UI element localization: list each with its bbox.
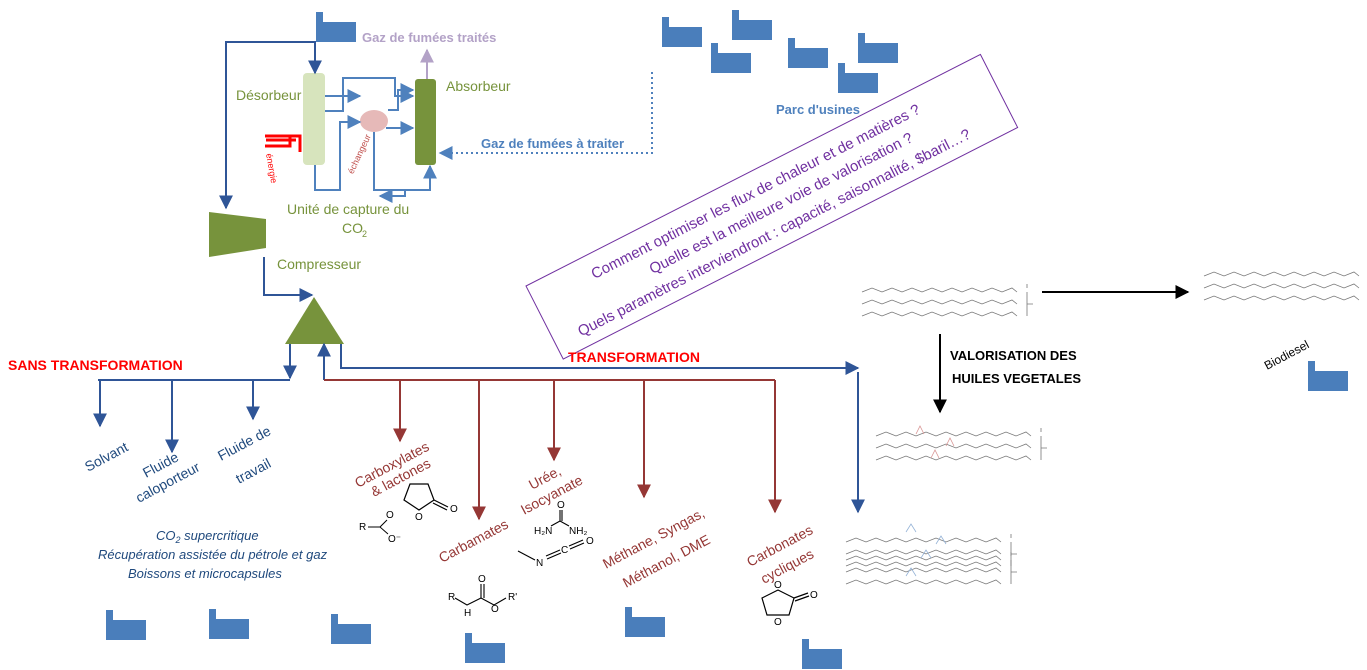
biodiesel-structure	[1203, 267, 1367, 301]
cyclic-carbonate-structure	[761, 589, 810, 616]
isocyanate-c: C	[561, 545, 568, 556]
urea-structure	[550, 510, 570, 527]
desorbeur-label: Désorbeur	[236, 87, 302, 103]
factory-icon	[1308, 361, 1348, 391]
compressor-label: Compresseur	[277, 256, 361, 272]
carboxylate-structure	[368, 519, 389, 535]
beverages-label: Boissons et microcapsules	[128, 566, 282, 581]
cyclic-carbonate-oil-structure	[845, 523, 1018, 585]
question-3: Quels paramètres interviendront : capaci…	[575, 126, 973, 340]
isocyanate-structure	[517, 539, 585, 561]
urea-o: O	[557, 500, 565, 511]
carbamate-r: R	[448, 592, 455, 603]
factory-icon	[209, 609, 249, 639]
urea-h2n: H₂N	[534, 526, 552, 537]
carbonate-o: O	[810, 590, 818, 601]
epoxidized-oil-structure	[875, 425, 1048, 461]
transformation-title: TRANSFORMATION	[568, 349, 700, 365]
carboxylate-o-minus: O⁻	[388, 534, 401, 545]
factory-icon	[732, 10, 772, 40]
questions-box: Comment optimiser les flux de chaleur et…	[525, 53, 1019, 360]
factory-icon	[788, 38, 828, 68]
exchanger-label: échangeur	[346, 133, 373, 176]
carbamate-structure	[454, 584, 507, 606]
valorisation-title-line1: VALORISATION DES	[950, 348, 1077, 363]
carbamate-h: H	[464, 608, 471, 619]
valorisation-title-line2: HUILES VEGETALES	[952, 371, 1081, 386]
isocyanate-n: N	[536, 558, 543, 569]
lactone-ring-o: O	[415, 512, 423, 523]
factory-icon	[106, 610, 146, 640]
lactone-structure	[403, 483, 449, 511]
energy-label: énergie	[264, 153, 279, 184]
factory-icon	[625, 607, 665, 637]
factory-icon	[662, 17, 702, 47]
co2-to-compressor-arrow	[219, 41, 322, 210]
isocyanate-o: O	[586, 536, 594, 547]
factory-icon	[711, 43, 751, 73]
triglyceride-structure	[861, 283, 1034, 317]
carboxylate-r: R	[359, 522, 366, 533]
carbonate-o-bottom: O	[774, 617, 782, 628]
solvant-label: Solvant	[82, 439, 131, 475]
factory-icon	[858, 33, 898, 63]
distribution-hub	[285, 297, 344, 344]
factory-icon	[331, 614, 371, 644]
absorbeur-label: Absorbeur	[446, 78, 511, 94]
lactone-o: O	[450, 504, 458, 515]
urea-nh2: NH₂	[569, 526, 587, 537]
carbonate-o-top: O	[774, 580, 782, 591]
energy-heater-icon	[265, 134, 302, 152]
factory-icon	[802, 639, 842, 669]
capture-unit-co2-sub: 2	[362, 229, 367, 239]
fluide-travail-line2: travail	[233, 455, 273, 487]
factories-label: Parc d'usines	[776, 102, 860, 117]
capture-unit-label: Unité de capture du	[287, 201, 409, 217]
biodiesel-label: Biodiesel	[1262, 337, 1312, 372]
capture-unit-co2: CO	[342, 220, 363, 236]
heat-exchanger	[360, 110, 388, 132]
eor-label: Récupération assistée du pétrole et gaz	[98, 547, 328, 562]
treated-gas-label: Gaz de fumées traités	[362, 30, 496, 45]
compressor-to-hub-arrow	[263, 257, 314, 302]
flue-gas-label: Gaz de fumées à traiter	[481, 136, 624, 151]
flue-gas-arrow	[438, 72, 653, 160]
factory-icon	[465, 633, 505, 663]
compressor-icon	[209, 212, 266, 257]
carboxylate-o: O	[386, 510, 394, 521]
carbamate-o-top: O	[478, 574, 486, 585]
carbamate-o: O	[491, 604, 499, 615]
hub-to-oils-arrow	[340, 344, 860, 375]
desorbeur-column	[303, 73, 325, 165]
sans-transformation-title: SANS TRANSFORMATION	[8, 357, 183, 373]
carbamates-label: Carbamates	[436, 516, 511, 566]
factory-icon	[838, 63, 878, 93]
supercritical-co2-label: CO2 supercritique	[156, 528, 259, 545]
carbamate-r-prime: R'	[508, 592, 517, 603]
absorbeur-column	[415, 79, 436, 165]
factory-icon	[316, 12, 356, 42]
